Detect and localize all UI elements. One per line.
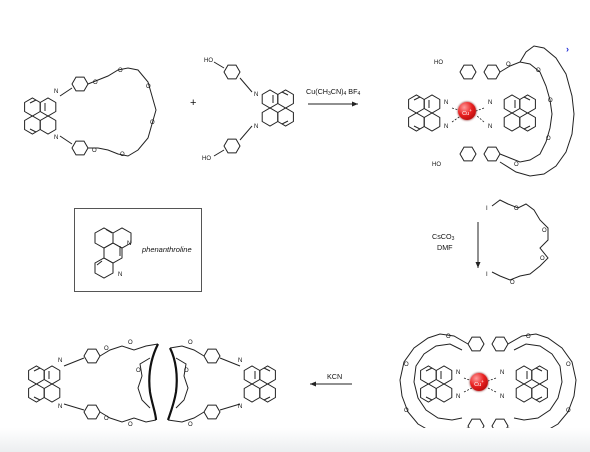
copper-catenate-product xyxy=(399,333,577,435)
p2-o2: O xyxy=(128,340,133,346)
di-o1: O xyxy=(514,206,519,212)
r1-n-top: N xyxy=(54,89,58,95)
reaction-arrow-1 xyxy=(308,101,358,107)
phenanthroline-structure: N N xyxy=(94,227,132,279)
r2-n-bottom: N xyxy=(254,124,258,130)
p2-o8: O xyxy=(184,368,189,374)
diphenol-phenanthroline xyxy=(261,89,294,127)
p3-n4: N xyxy=(500,394,504,400)
p1-n2: N xyxy=(444,124,448,130)
di-o2: O xyxy=(542,228,547,234)
di-o4: O xyxy=(510,280,515,286)
p2-o7: O xyxy=(136,368,141,374)
di-iodine-top: I xyxy=(486,206,488,212)
p3-phen-left xyxy=(420,365,453,403)
catenane-product xyxy=(28,343,276,423)
reagent-solvent: DMF xyxy=(437,243,453,252)
p2-o3: O xyxy=(188,340,193,346)
corner-mark: › xyxy=(566,44,569,54)
p1-ho-top: HO xyxy=(434,60,443,66)
p3-o2: O xyxy=(404,362,409,368)
di-o3: O xyxy=(540,256,545,262)
r2-n-top: N xyxy=(254,92,258,98)
p2-o5: O xyxy=(128,422,133,428)
p1-ho-bottom: HO xyxy=(432,162,441,168)
r1-o5: O xyxy=(120,152,125,158)
copper-ion-top: Cu+ xyxy=(458,102,476,120)
macrocycle-reactant xyxy=(24,67,157,157)
p3-o1: O xyxy=(446,334,451,340)
reaction-arrow-2 xyxy=(475,222,481,268)
p2-n2: N xyxy=(58,404,62,410)
p2-n4: N xyxy=(238,404,242,410)
reagent-cyanide: KCN xyxy=(327,372,343,381)
r1-o2: O xyxy=(118,68,123,74)
legend-label: phenanthroline xyxy=(142,245,192,254)
reaction-arrow-3 xyxy=(310,381,352,387)
p1-o5: O xyxy=(514,162,519,168)
p1-phen-left xyxy=(408,94,441,132)
p3-o3: O xyxy=(404,408,409,414)
reagent-copper-salt: Cu(CH3CN)4 BF4 xyxy=(306,87,361,97)
p3-n2: N xyxy=(456,394,460,400)
r1-o6: O xyxy=(92,148,97,154)
di-iodine-bottom: I xyxy=(486,272,488,278)
diphenol-reactant: HO HO xyxy=(202,58,294,162)
p2-o4: O xyxy=(104,416,109,422)
p1-o3: O xyxy=(548,98,553,104)
diiodo-polyether: II xyxy=(486,199,549,281)
legend-nitrogen-top: N xyxy=(127,241,131,247)
p1-n3: N xyxy=(488,100,492,106)
p2-phen-right xyxy=(243,365,276,403)
r1-o1: O xyxy=(93,80,98,86)
plus-sign: + xyxy=(190,97,197,109)
p3-o5: O xyxy=(526,334,531,340)
phenanthroline-legend-box: N N phenanthroline xyxy=(74,208,202,292)
p3-phen-right xyxy=(515,365,548,403)
r1-o4: O xyxy=(150,120,155,126)
p3-n1: N xyxy=(456,370,460,376)
p2-phen-left xyxy=(28,365,61,403)
p1-o4: O xyxy=(546,136,551,142)
p3-o6: O xyxy=(566,362,571,368)
p1-o2: O xyxy=(536,68,541,74)
r1-n-bottom: N xyxy=(54,135,58,141)
p1-phen-right xyxy=(503,94,536,132)
p2-n3: N xyxy=(238,358,242,364)
p1-n1: N xyxy=(444,100,448,106)
r1-o3: O xyxy=(146,84,151,90)
r2-ho-bottom: HO xyxy=(202,156,211,162)
copper-ion-bottom: Cu+ xyxy=(470,373,488,391)
p1-o1: O xyxy=(506,62,511,68)
p2-o6: O xyxy=(188,422,193,428)
p2-o1: O xyxy=(104,346,109,352)
macrocycle-phenanthroline xyxy=(24,97,57,135)
p3-o7: O xyxy=(566,408,571,414)
r2-ho-top: HO xyxy=(204,58,213,64)
p1-n4: N xyxy=(488,124,492,130)
p2-n1: N xyxy=(58,358,62,364)
page-bottom-edge xyxy=(0,428,590,452)
reagent-base: CsCO3 xyxy=(432,232,455,242)
legend-nitrogen-bottom: N xyxy=(118,272,122,278)
p3-n3: N xyxy=(500,370,504,376)
copper-complex-product: HO HO xyxy=(408,45,575,177)
